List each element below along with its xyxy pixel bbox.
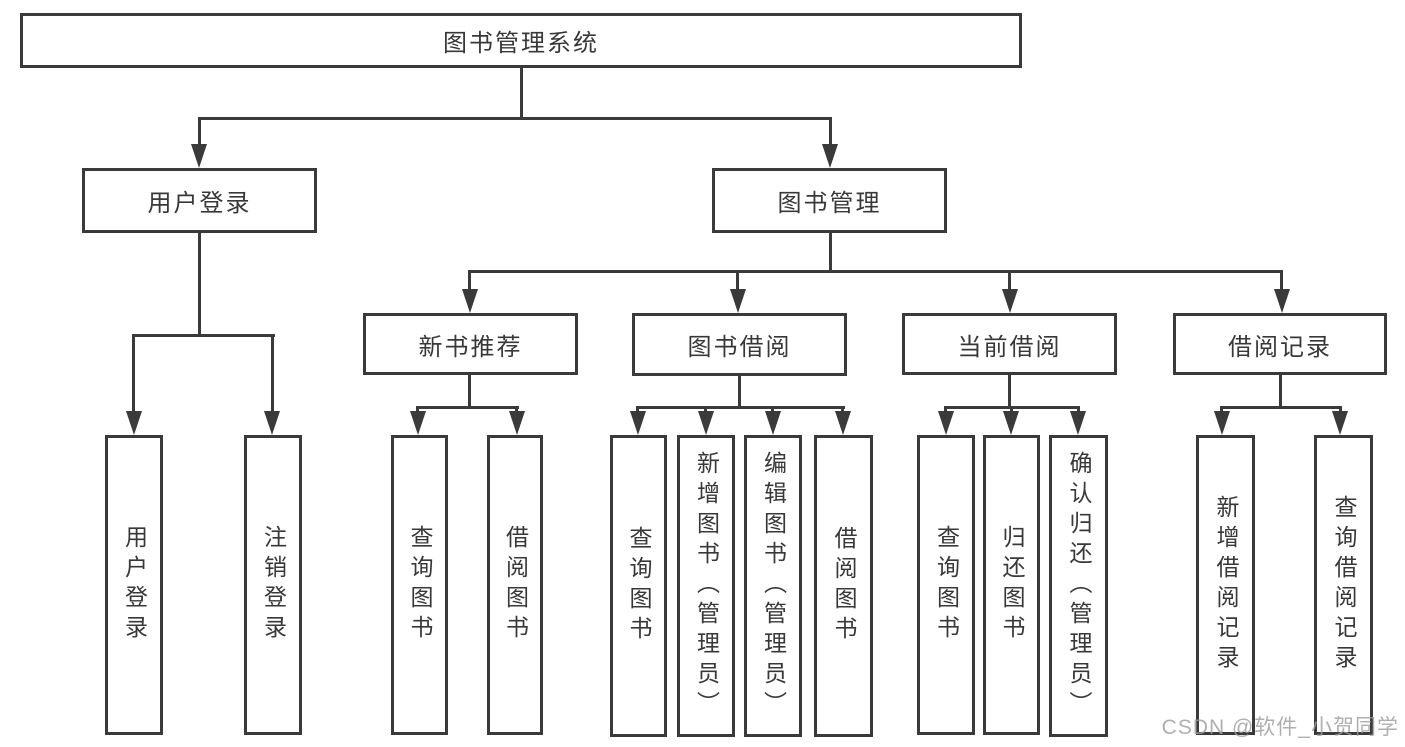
arrowhead: [1002, 289, 1018, 313]
leaf-query-books-2-label: 查询图书: [626, 526, 652, 646]
connector-line: [829, 233, 832, 273]
leaf-query-books-2: 查询图书: [610, 435, 667, 737]
arrowhead: [1332, 411, 1348, 435]
watermark: CSDN @软件_小贺同学: [1161, 716, 1399, 739]
connector-line: [198, 117, 201, 147]
leaf-logout-label: 注销登录: [260, 525, 287, 645]
arrowhead: [765, 411, 781, 435]
arrowhead: [698, 411, 714, 435]
connector-line: [738, 376, 741, 409]
leaf-user-login: 用户登录: [105, 435, 163, 735]
node-library-system-label: 图书管理系统: [443, 30, 599, 57]
leaf-query-books-3-label: 查询图书: [933, 525, 960, 645]
leaf-confirm-return-admin-label: 确认归还（管理员）: [1066, 451, 1092, 721]
leaf-add-book-admin: 新增图书（管理员）: [677, 435, 735, 737]
node-current-borrow-label: 当前借阅: [957, 333, 1062, 361]
arrowhead: [835, 411, 851, 435]
connector-line: [198, 117, 832, 120]
arrowhead: [462, 289, 478, 313]
leaf-query-books-3: 查询图书: [917, 435, 975, 735]
connector-line: [468, 270, 471, 295]
node-user-login: 用户登录: [82, 168, 317, 233]
node-borrow-records: 借阅记录: [1173, 313, 1387, 375]
connector-line: [1279, 375, 1282, 409]
leaf-borrow-books-2: 借阅图书: [814, 435, 873, 737]
arrowhead: [1003, 411, 1019, 435]
leaf-borrow-books-2-label: 借阅图书: [831, 526, 857, 646]
leaf-confirm-return-admin: 确认归还（管理员）: [1049, 435, 1108, 737]
connector-line: [736, 270, 739, 295]
connector-line: [198, 233, 201, 337]
node-new-book-recommend: 新书推荐: [363, 313, 578, 375]
leaf-add-borrow-record-label: 新增借阅记录: [1213, 495, 1239, 675]
leaf-query-borrow-record: 查询借阅记录: [1314, 435, 1373, 735]
node-new-book-recommend-label: 新书推荐: [418, 333, 523, 361]
node-library-system: 图书管理系统: [20, 13, 1022, 68]
connector-line: [1008, 375, 1011, 409]
arrowhead: [410, 411, 426, 435]
connector-line: [636, 406, 845, 409]
leaf-return-book-label: 归还图书: [999, 525, 1025, 645]
node-user-login-label: 用户登录: [147, 190, 252, 217]
leaf-query-books-1-label: 查询图书: [407, 525, 433, 645]
node-book-management-label: 图书管理: [777, 190, 882, 217]
connector-line: [520, 68, 523, 118]
leaf-add-book-admin-label: 新增图书（管理员）: [693, 451, 720, 721]
connector-line: [829, 117, 832, 147]
arrowhead: [630, 411, 646, 435]
connector-line: [133, 334, 275, 337]
arrowhead: [264, 411, 280, 435]
node-book-borrow-label: 图书借阅: [687, 334, 792, 361]
node-book-management: 图书管理: [712, 168, 947, 233]
connector-line: [132, 334, 135, 416]
leaf-edit-book-admin: 编辑图书（管理员）: [744, 435, 802, 737]
leaf-user-login-label: 用户登录: [121, 525, 148, 645]
leaf-logout: 注销登录: [244, 435, 302, 735]
leaf-query-borrow-record-label: 查询借阅记录: [1331, 495, 1357, 675]
arrowhead: [1070, 411, 1086, 435]
leaf-add-borrow-record: 新增借阅记录: [1196, 435, 1255, 735]
arrowhead: [1214, 411, 1230, 435]
leaf-return-book: 归还图书: [983, 435, 1040, 735]
arrowhead: [1274, 289, 1290, 313]
leaf-borrow-books-1: 借阅图书: [487, 435, 543, 735]
leaf-borrow-books-1-label: 借阅图书: [502, 525, 529, 645]
arrowhead: [938, 411, 954, 435]
connector-line: [1008, 270, 1011, 295]
connector-line: [468, 270, 1283, 273]
node-borrow-records-label: 借阅记录: [1228, 333, 1332, 361]
leaf-edit-book-admin-label: 编辑图书（管理员）: [760, 451, 787, 721]
arrowhead: [730, 289, 746, 313]
connector-line: [468, 375, 471, 409]
arrowhead: [126, 411, 142, 435]
connector-line: [1280, 270, 1283, 295]
connector-line: [271, 334, 274, 416]
arrowhead: [191, 144, 207, 168]
node-current-borrow: 当前借阅: [902, 313, 1117, 375]
arrowhead: [822, 144, 838, 168]
connector-line: [1220, 406, 1342, 409]
arrowhead: [509, 411, 525, 435]
connector-line: [416, 406, 519, 409]
leaf-query-books-1: 查询图书: [391, 435, 448, 735]
node-book-borrow: 图书借阅: [632, 313, 847, 376]
